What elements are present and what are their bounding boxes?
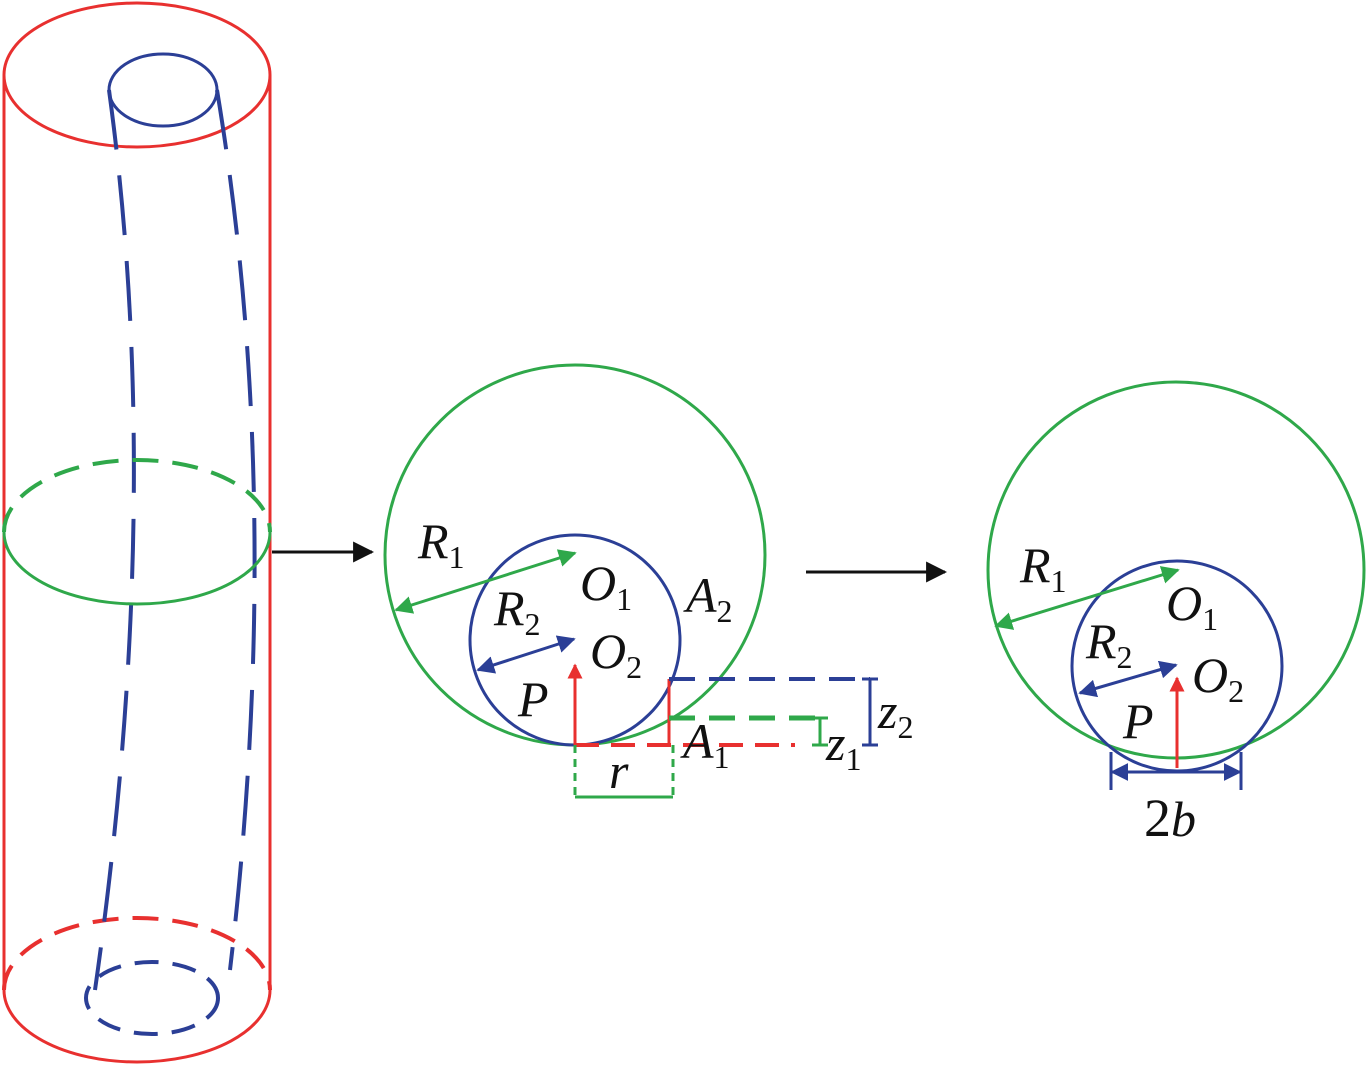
r1-arrow-right [994,566,1180,630]
r1-arrow-mid [394,549,577,614]
label-p-mid: P [517,671,549,727]
label-o1-right: O1 [1166,575,1218,637]
label-o1-mid: O1 [580,555,632,617]
inner-tube-top [107,52,219,128]
inner-tube-right-wall [215,89,257,971]
label-z2: z2 [877,683,913,745]
r2-arrow-mid [476,635,576,674]
label-p-right: P [1122,693,1154,749]
label-a2: A2 [683,567,733,629]
contact-figure: R1 R2 O1 O2 P 2b [986,380,1366,848]
r2-arrow-right [1078,660,1178,698]
outer-cylinder-bottom-front [2,989,272,1064]
label-r1-right: R1 [1019,537,1067,599]
label-width-2b: 2b [1144,788,1196,848]
cylinder-figure [2,1,375,1064]
outer-cylinder-top [2,1,272,149]
inner-tube-bottom [84,960,220,1036]
section-ellipse-front [2,531,272,606]
outer-cylinder-bottom-back [2,916,272,991]
label-r2-mid: R2 [493,580,541,642]
inner-tube-left-wall [93,89,136,991]
section-ellipse-back [2,458,272,533]
label-r2-right: R2 [1085,613,1133,675]
label-a1: A1 [680,713,730,775]
label-o2-mid: O2 [590,623,642,685]
label-o2-right: O2 [1192,647,1244,709]
section-figure: R1 R2 O1 O2 A2 A1 P r z2 z1 [383,363,948,800]
label-z1: z1 [825,715,861,777]
z1-bracket [812,716,828,747]
label-r1-mid: R1 [417,513,465,575]
z2-bracket [862,677,878,747]
label-r: r [609,743,629,799]
